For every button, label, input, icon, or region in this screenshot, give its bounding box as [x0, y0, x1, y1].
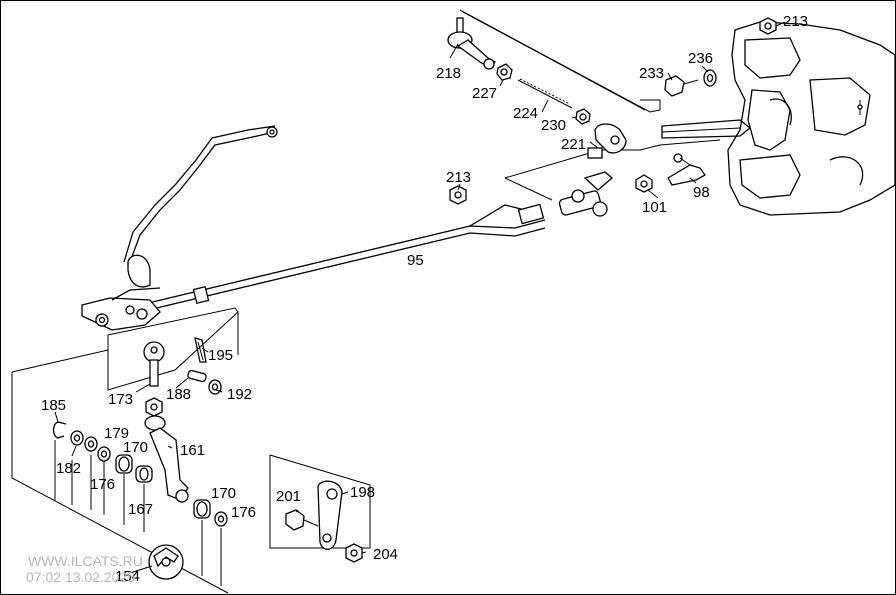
part-173-ball-stud [143, 341, 165, 387]
part-95-shift-rod [139, 171, 613, 313]
part-192-washer [208, 379, 222, 395]
part-221-ball-socket [587, 123, 627, 159]
label-236[interactable]: 236 [688, 50, 713, 67]
label-221[interactable]: 221 [561, 136, 586, 153]
label-95[interactable]: 95 [407, 252, 424, 269]
part-176-washer-a [97, 446, 111, 462]
part-170-bushing-a [115, 454, 133, 474]
part-195-cotter-pin [194, 337, 207, 363]
part-198-link-plate [317, 480, 343, 550]
label-176-a[interactable]: 176 [90, 476, 115, 493]
part-201-bolt [285, 509, 319, 531]
watermark: WWW.ILCATS.RU 07:02 13.02.2025 [26, 553, 143, 585]
part-176-washer-b [214, 511, 228, 527]
part-98-pivot-pin [667, 153, 706, 186]
label-213-mid[interactable]: 213 [446, 169, 471, 186]
part-204-nut [345, 543, 363, 563]
part-224-threaded-rod [517, 78, 573, 109]
label-182[interactable]: 182 [56, 460, 81, 477]
label-227[interactable]: 227 [472, 85, 497, 102]
part-161-lever [144, 415, 189, 503]
label-176-b[interactable]: 176 [231, 504, 256, 521]
label-201[interactable]: 201 [276, 488, 301, 505]
label-213-top[interactable]: 213 [783, 13, 808, 30]
part-179-washer [84, 436, 98, 452]
watermark-site: WWW.ILCATS.RU [28, 553, 143, 569]
label-98[interactable]: 98 [693, 184, 710, 201]
part-230-nut [575, 108, 591, 125]
part-nut-above-161 [145, 397, 163, 417]
label-230[interactable]: 230 [541, 117, 566, 134]
part-218-ball-joint [447, 17, 496, 70]
label-179[interactable]: 179 [104, 425, 129, 442]
label-101[interactable]: 101 [642, 199, 667, 216]
label-167[interactable]: 167 [128, 501, 153, 518]
part-188-pin [187, 369, 207, 383]
label-161[interactable]: 161 [180, 442, 205, 459]
label-170-b[interactable]: 170 [211, 485, 236, 502]
watermark-timestamp: 07:02 13.02.2025 [26, 569, 135, 585]
part-233-bolt [664, 75, 699, 97]
label-204[interactable]: 204 [373, 546, 398, 563]
label-170-a[interactable]: 170 [123, 439, 148, 456]
label-233[interactable]: 233 [639, 65, 664, 82]
label-192[interactable]: 192 [227, 386, 252, 403]
label-218[interactable]: 218 [436, 65, 461, 82]
label-224[interactable]: 224 [513, 105, 538, 122]
label-185[interactable]: 185 [41, 397, 66, 414]
part-236-washer [703, 69, 717, 87]
label-195[interactable]: 195 [208, 347, 233, 364]
callout-frames [11, 9, 721, 594]
part-labels: 213 218 236 233 227 224 230 221 213 98 1… [41, 13, 808, 585]
part-167-bushing [135, 465, 153, 483]
label-198[interactable]: 198 [350, 484, 375, 501]
part-170-bushing-b [193, 499, 211, 519]
part-182-washer [70, 430, 84, 446]
label-173[interactable]: 173 [108, 391, 133, 408]
shift-lever-assembly [81, 125, 278, 331]
label-188[interactable]: 188 [166, 386, 191, 403]
leader-lines [54, 21, 786, 586]
part-154-bracket [148, 544, 184, 580]
label-154[interactable]: 154 [115, 568, 140, 585]
part-101-nut [635, 174, 653, 193]
part-185-circlip [52, 421, 67, 439]
part-227-nut [496, 63, 513, 81]
gearbox-housing [661, 21, 896, 216]
part-213-nut-mid [449, 185, 467, 205]
part-213-nut-top [759, 17, 777, 35]
